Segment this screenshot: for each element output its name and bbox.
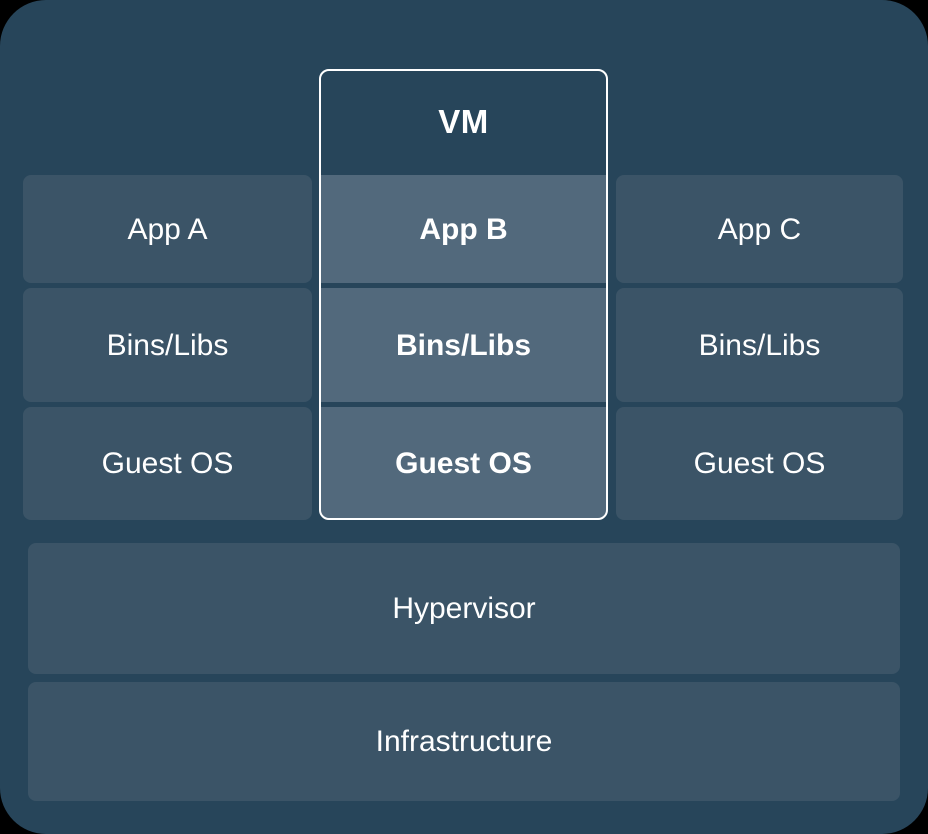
cell-bins-libs-b[interactable]: Bins/Libs xyxy=(321,288,606,402)
cell-guest-os-c[interactable]: Guest OS xyxy=(616,407,903,520)
cell-bins-libs-a[interactable]: Bins/Libs xyxy=(23,288,312,402)
cell-label: Guest OS xyxy=(693,447,826,480)
cell-guest-os-a[interactable]: Guest OS xyxy=(23,407,312,520)
vm-label: VM xyxy=(438,103,489,140)
cell-app-a[interactable]: App A xyxy=(23,175,312,283)
cell-label: Bins/Libs xyxy=(106,328,229,362)
cell-label: Guest OS xyxy=(395,447,532,480)
cell-label: Guest OS xyxy=(101,447,234,480)
cell-label: App C xyxy=(717,212,802,246)
cell-label: Bins/Libs xyxy=(395,328,531,362)
layer-label: Hypervisor xyxy=(392,591,536,625)
cell-bins-libs-c[interactable]: Bins/Libs xyxy=(616,288,903,402)
layer-infrastructure[interactable]: Infrastructure xyxy=(28,682,900,801)
layer-label: Infrastructure xyxy=(375,724,553,758)
layer-hypervisor[interactable]: Hypervisor xyxy=(28,543,900,674)
cell-app-b[interactable]: App B xyxy=(321,175,606,283)
cell-label: Bins/Libs xyxy=(698,328,821,362)
cell-guest-os-b[interactable]: Guest OS xyxy=(321,407,606,520)
cell-label: App A xyxy=(127,212,208,246)
cell-label: App B xyxy=(419,212,508,246)
cell-app-c[interactable]: App C xyxy=(616,175,903,283)
